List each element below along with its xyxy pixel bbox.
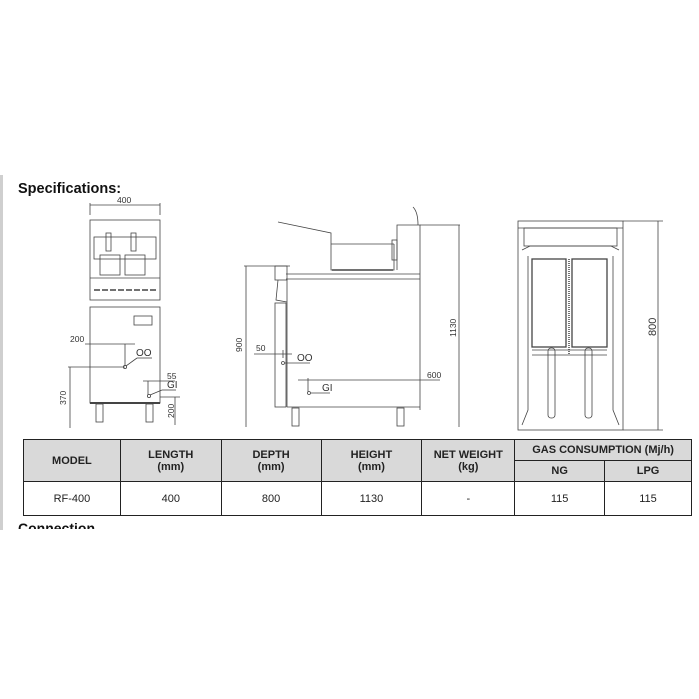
front-view-drawing	[68, 203, 180, 428]
cell-height: 1130	[320, 481, 423, 516]
label-front-inlet: GI	[167, 380, 178, 391]
cell-depth: 800	[220, 481, 322, 516]
dim-front-inlet-height: 200	[166, 404, 176, 418]
label-front-outlet: OO	[136, 348, 152, 359]
header-ng: NG	[514, 460, 606, 482]
cell-model: RF-400	[23, 481, 121, 516]
dim-front-inlet-offset: 55	[167, 371, 177, 381]
header-length: LENGTH(mm)	[119, 439, 222, 482]
top-view-drawing	[517, 220, 663, 431]
header-net-weight: NET WEIGHT(kg)	[421, 439, 516, 482]
header-height: HEIGHT(mm)	[320, 439, 423, 482]
dim-side-outlet-offset: 50	[256, 343, 266, 353]
label-side-inlet: GI	[322, 383, 333, 394]
cell-ng: 115	[514, 481, 606, 516]
cell-length: 400	[119, 481, 222, 516]
dim-side-overall-height: 1130	[448, 318, 458, 337]
cell-lpg: 115	[604, 481, 692, 516]
dim-side-inlet-offset: 600	[427, 370, 441, 380]
dim-top-depth: 800	[647, 318, 659, 336]
header-model: MODEL	[23, 439, 121, 482]
next-section-heading-partial: Connection	[18, 521, 95, 529]
table-row: RF-400 400 800 1130 - 115 115	[23, 481, 692, 516]
dim-front-outlet-offset: 200	[70, 334, 84, 344]
cell-net-weight: -	[421, 481, 516, 516]
header-depth: DEPTH(mm)	[220, 439, 322, 482]
label-side-outlet: OO	[297, 353, 313, 364]
page-edge	[0, 175, 3, 530]
section-title: Specifications:	[18, 181, 122, 197]
dim-front-width: 400	[117, 195, 131, 205]
side-view-drawing	[244, 206, 460, 427]
header-gas-consumption: GAS CONSUMPTION (Mj/h)	[514, 439, 692, 461]
spec-table: MODEL LENGTH(mm) DEPTH(mm) HEIGHT(mm) NE…	[23, 439, 692, 516]
dim-front-outlet-height: 370	[58, 391, 68, 405]
header-lpg: LPG	[604, 460, 692, 482]
dim-side-top-height: 900	[234, 338, 244, 352]
